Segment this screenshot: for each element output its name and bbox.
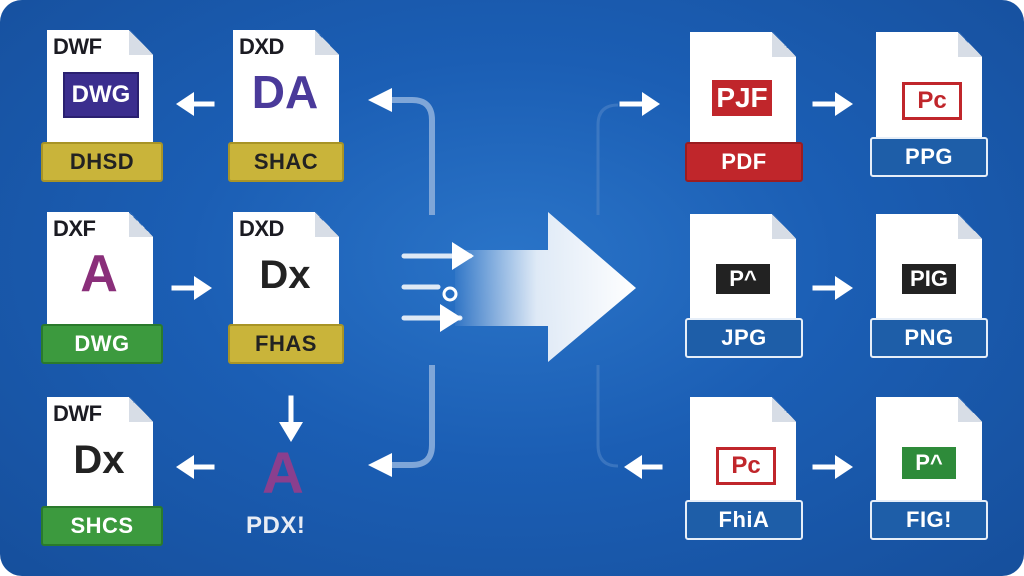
file-card-pdf: PJF: [690, 32, 796, 156]
speed-ring: [442, 286, 458, 302]
file-card-dwf-3: DWF Dx: [47, 397, 153, 521]
file-banner: SHCS: [41, 506, 163, 546]
main-conversion-arrow: [455, 212, 636, 362]
file-banner: PDF: [685, 142, 803, 182]
dwg-logo-icon: DWG: [63, 72, 139, 118]
pc-logo-icon: Pc: [902, 82, 962, 120]
file-banner: DWG: [41, 324, 163, 364]
file-card-png: PIG: [876, 214, 982, 338]
dx-logo-icon: Dx: [73, 437, 125, 482]
file-tag: DWF: [53, 401, 102, 426]
file-card-dxd: DXD DA: [233, 30, 339, 154]
file-card-dxd-2: DXD Dx: [233, 212, 339, 336]
file-banner: SHAC: [228, 142, 344, 182]
small-arrows: [171, 92, 853, 479]
standalone-a-logo-icon: A: [262, 441, 305, 506]
image-logo-icon: P^: [716, 264, 770, 294]
file-banner: PNG: [870, 318, 988, 358]
file-banner: JPG: [685, 318, 803, 358]
pig-logo-icon: PIG: [902, 264, 956, 294]
pc-logo-icon: Pc: [716, 447, 776, 485]
file-banner: FhiA: [685, 500, 803, 540]
file-tag: DWF: [53, 34, 102, 59]
bracket-bottom-arrowhead: [368, 453, 392, 477]
speed-arrowheads: [440, 242, 474, 332]
bracket-bottom-left: [390, 365, 435, 468]
file-card-dwf: DWF DWG: [47, 30, 153, 154]
pdf-logo-icon: PJF: [712, 80, 772, 116]
file-card-dxf: DXF A: [47, 212, 153, 336]
file-banner: PPG: [870, 137, 988, 177]
autocad-a-logo-icon: A: [80, 245, 118, 303]
bracket-bottom-right: [596, 365, 619, 468]
file-card-jpg: P^: [690, 214, 796, 338]
green-image-logo-icon: P^: [902, 447, 956, 479]
file-banner: DHSD: [41, 142, 163, 182]
file-tag: DXD: [239, 34, 284, 59]
file-card-ppg: Pc: [876, 32, 982, 156]
file-tag: DXF: [53, 216, 96, 241]
file-tag: DXD: [239, 216, 284, 241]
dx-logo-icon: Dx: [259, 252, 311, 297]
file-banner: FHAS: [228, 324, 344, 364]
bracket-top-left: [390, 97, 435, 215]
bracket-top-arrowhead: [368, 88, 392, 112]
autodesk-logo-icon: DA: [251, 66, 319, 118]
standalone-label: PDX!: [246, 512, 306, 539]
file-banner: FIG!: [870, 500, 988, 540]
bracket-top-right: [596, 103, 619, 215]
